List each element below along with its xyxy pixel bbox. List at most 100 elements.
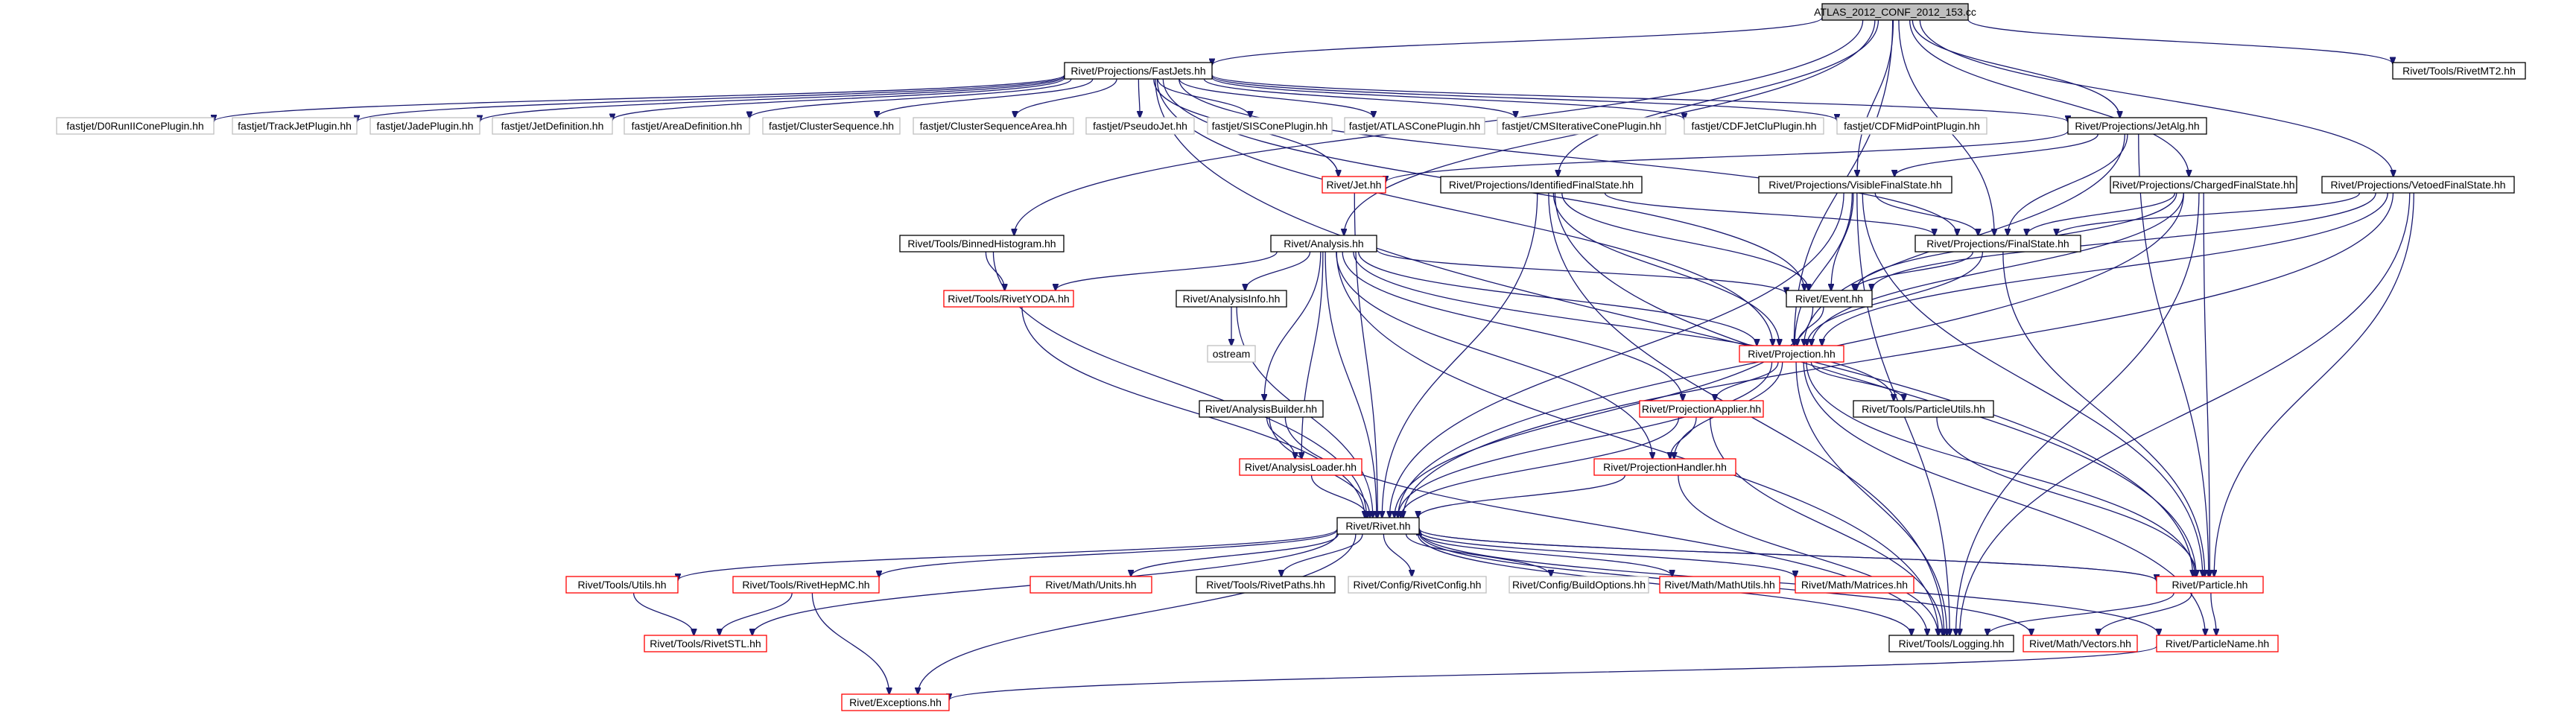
edge-fastjets-to-clusterseqarea	[1015, 78, 1117, 118]
edge-binnedhist-to-rivetyoda	[985, 251, 1004, 290]
node-fastjets[interactable]: Rivet/Projections/FastJets.hh	[1064, 62, 1213, 80]
edge-rivet-to-exceptions	[918, 533, 1357, 694]
node-exceptions[interactable]: Rivet/Exceptions.hh	[841, 693, 950, 711]
node-label: fastjet/ATLASConePlugin.hh	[1349, 120, 1480, 132]
node-event[interactable]: Rivet/Event.hh	[1786, 290, 1873, 308]
node-buildoptions: Rivet/Config/BuildOptions.hh	[1509, 576, 1649, 594]
node-units[interactable]: Rivet/Math/Units.hh	[1030, 576, 1152, 594]
node-clusterseqarea: fastjet/ClusterSequenceArea.hh	[913, 117, 1074, 135]
edge-rivet-to-rivethepmc	[879, 530, 1338, 577]
node-finalstate[interactable]: Rivet/Projections/FinalState.hh	[1914, 235, 2081, 252]
node-box	[1758, 176, 1952, 194]
node-label: Rivet/ParticleName.hh	[2166, 638, 2269, 649]
node-analysisbuilder[interactable]: Rivet/AnalysisBuilder.hh	[1199, 400, 1324, 418]
node-box	[1176, 290, 1287, 308]
node-label: Rivet/Tools/Utils.hh	[577, 579, 666, 591]
node-label: Rivet/Config/BuildOptions.hh	[1512, 579, 1646, 591]
node-box	[1270, 235, 1377, 252]
edge-root-to-vetofs	[1919, 19, 2393, 177]
node-projhandler[interactable]: Rivet/ProjectionHandler.hh	[1593, 458, 1736, 476]
edge-fastjets-to-particle	[1155, 78, 2193, 577]
node-label: Rivet/Tools/RivetSTL.hh	[650, 638, 761, 649]
node-ostream: ostream	[1207, 345, 1256, 363]
edge-vetofs-to-projection	[1822, 192, 2388, 346]
edge-fastjets-to-atlascone	[1178, 78, 1374, 118]
node-rivetpaths[interactable]: Rivet/Tools/RivetPaths.hh	[1196, 576, 1336, 594]
node-box	[1739, 345, 1844, 363]
node-label: Rivet/Math/Vectors.hh	[2029, 638, 2131, 649]
edge-vetofs-to-particle	[2214, 192, 2414, 577]
node-rivetstl[interactable]: Rivet/Tools/RivetSTL.hh	[644, 635, 767, 652]
node-rivethepmc[interactable]: Rivet/Tools/RivetHepMC.hh	[732, 576, 880, 594]
edge-visfs-to-projection	[1795, 192, 1853, 346]
edge-analysis-to-event	[1376, 249, 1786, 294]
node-jet[interactable]: Rivet/Jet.hh	[1322, 176, 1386, 194]
edge-vetofs-to-rivet	[1403, 192, 2394, 518]
node-box	[1821, 3, 1969, 21]
edge-visfs-to-event	[1831, 192, 1854, 290]
node-binnedhist[interactable]: Rivet/Tools/BinnedHistogram.hh	[899, 235, 1065, 252]
edge-jetalg-to-jet	[1386, 130, 2069, 182]
edge-fastjets-to-cmsiter	[1203, 78, 1515, 118]
node-box	[624, 117, 750, 135]
node-label: Rivet/Math/Units.hh	[1045, 579, 1136, 591]
edge-fastjets-to-d0run	[214, 74, 1065, 121]
node-analysis[interactable]: Rivet/Analysis.hh	[1270, 235, 1377, 252]
node-box	[2067, 117, 2207, 135]
node-particleutils[interactable]: Rivet/Tools/ParticleUtils.hh	[1853, 400, 1994, 418]
node-chfs[interactable]: Rivet/Projections/ChargedFinalState.hh	[2110, 176, 2297, 194]
node-root[interactable]: ATLAS_2012_CONF_2012_153.cc	[1814, 3, 1976, 21]
node-label: Rivet/Projection.hh	[1748, 348, 1836, 360]
node-mathutils[interactable]: Rivet/Math/MathUtils.hh	[1659, 576, 1780, 594]
node-particlename[interactable]: Rivet/ParticleName.hh	[2156, 635, 2279, 652]
edge-vetofs-to-logging	[1960, 192, 2411, 635]
node-vectors[interactable]: Rivet/Math/Vectors.hh	[2023, 635, 2138, 652]
edge-chfs-to-finalstate	[2026, 192, 2176, 235]
node-trackjet: fastjet/TrackJetPlugin.hh	[232, 117, 358, 135]
node-label: fastjet/PseudoJet.hh	[1093, 120, 1187, 132]
edge-particleutils-to-particle	[1936, 416, 2197, 577]
node-utils[interactable]: Rivet/Tools/Utils.hh	[565, 576, 679, 594]
node-label: ATLAS_2012_CONF_2012_153.cc	[1814, 6, 1976, 18]
node-rivetyoda[interactable]: Rivet/Tools/RivetYODA.hh	[943, 290, 1074, 308]
node-projapplier[interactable]: Rivet/ProjectionApplier.hh	[1639, 400, 1764, 418]
node-analysisloader[interactable]: Rivet/AnalysisLoader.hh	[1239, 458, 1362, 476]
node-box	[492, 117, 613, 135]
edge-analysis-to-projapplier	[1342, 251, 1683, 401]
node-box	[1030, 576, 1152, 594]
edge-projhandler-to-rivet	[1418, 474, 1626, 518]
node-vetofs[interactable]: Rivet/Projections/VetoedFinalState.hh	[2321, 176, 2515, 194]
node-matrices[interactable]: Rivet/Math/Matrices.hh	[1795, 576, 1914, 594]
edge-particle-to-vectors	[2098, 592, 2192, 635]
edge-projection-to-projapplier	[1715, 361, 1779, 401]
node-label: Rivet/Projections/VisibleFinalState.hh	[1768, 179, 1941, 191]
node-cdfjetclu: fastjet/CDFJetCluPlugin.hh	[1684, 117, 1824, 135]
node-analysisinfo[interactable]: Rivet/AnalysisInfo.hh	[1176, 290, 1287, 308]
node-box	[369, 117, 480, 135]
node-logging[interactable]: Rivet/Tools/Logging.hh	[1888, 635, 2014, 652]
node-visfs[interactable]: Rivet/Projections/VisibleFinalState.hh	[1758, 176, 1952, 194]
node-jetalg[interactable]: Rivet/Projections/JetAlg.hh	[2067, 117, 2207, 135]
node-rivetmt2[interactable]: Rivet/Tools/RivetMT2.hh	[2392, 62, 2526, 80]
node-label: Rivet/Projections/ChargedFinalState.hh	[2112, 179, 2294, 191]
edge-analysis-to-analysisloader	[1301, 251, 1324, 459]
edge-rivet-to-buildoptions	[1405, 533, 1551, 577]
node-clusterseq: fastjet/ClusterSequence.hh	[762, 117, 901, 135]
node-idfs[interactable]: Rivet/Projections/IdentifiedFinalState.h…	[1440, 176, 1643, 194]
node-box	[2156, 576, 2264, 594]
node-box	[1684, 117, 1824, 135]
node-siscone: fastjet/SISConePlugin.hh	[1207, 117, 1333, 135]
node-rivetconfig: Rivet/Config/RivetConfig.hh	[1348, 576, 1487, 594]
node-projection[interactable]: Rivet/Projection.hh	[1739, 345, 1844, 363]
edge-root-to-jetalg	[1912, 19, 2119, 118]
edge-fastjets-to-jetdef	[612, 77, 1065, 120]
node-label: Rivet/Tools/Logging.hh	[1899, 638, 2005, 649]
node-box	[1440, 176, 1643, 194]
node-areadef: fastjet/AreaDefinition.hh	[624, 117, 750, 135]
edge-rivet-to-rivetpaths	[1281, 533, 1363, 577]
node-rivet[interactable]: Rivet/Rivet.hh	[1336, 517, 1420, 535]
edge-visfs-to-finalstate	[1874, 192, 1978, 235]
node-particle[interactable]: Rivet/Particle.hh	[2156, 576, 2264, 594]
node-box	[762, 117, 901, 135]
node-cdfmidpoint: fastjet/CDFMidPointPlugin.hh	[1836, 117, 1987, 135]
